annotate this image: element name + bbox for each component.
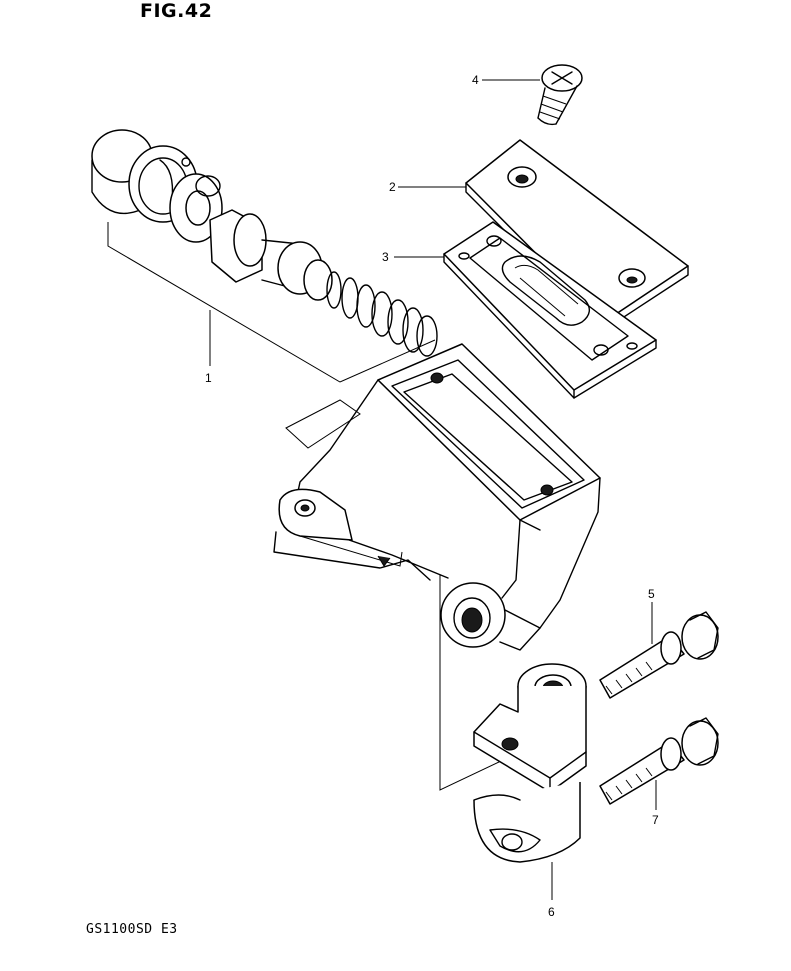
callout-7: 7 xyxy=(652,813,659,827)
clamp-guideline xyxy=(439,575,521,791)
part-4-screw xyxy=(537,64,583,126)
part-1-piston-kit xyxy=(91,129,438,357)
callout-2: 2 xyxy=(389,180,396,194)
callout-3: 3 xyxy=(382,250,389,264)
master-cylinder-body xyxy=(273,343,601,651)
part-6-clamp xyxy=(473,663,587,863)
part-7-bolt-lower xyxy=(599,717,719,805)
part-3-diaphragm xyxy=(443,221,657,399)
callout-5: 5 xyxy=(648,587,655,601)
part-2-reservoir-cap xyxy=(465,139,689,331)
model-code-label: GS1100SD E3 xyxy=(86,922,178,937)
callout-1: 1 xyxy=(205,371,212,385)
part-1-group-bracket xyxy=(107,222,436,383)
part-5-bolt-upper xyxy=(599,611,719,699)
callout-6: 6 xyxy=(548,905,555,919)
leader-lines xyxy=(209,79,657,900)
callout-4: 4 xyxy=(472,73,479,87)
figure-title: FIG.42 xyxy=(140,0,213,22)
